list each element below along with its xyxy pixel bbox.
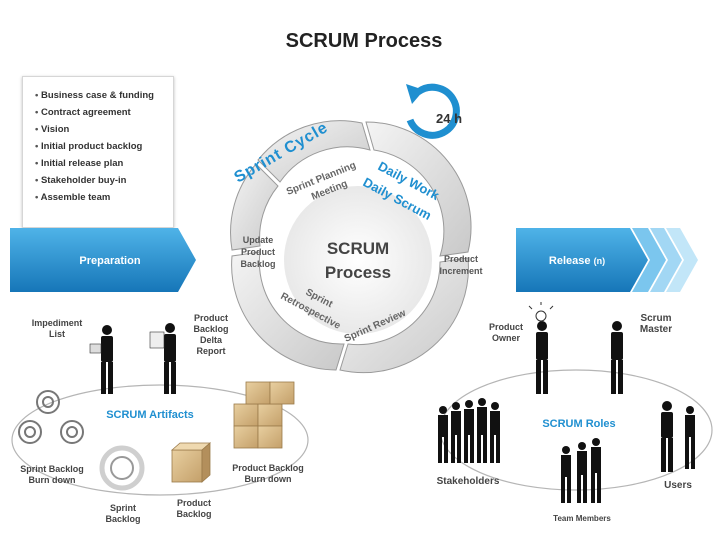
checklist-item: Initial release plan	[35, 155, 173, 172]
sprint-cycle-ring	[230, 120, 472, 374]
checklist-item: Contract agreement	[35, 104, 173, 121]
artifacts-ellipse	[11, 384, 309, 496]
users-icon	[661, 401, 695, 472]
center-label-2: Process	[325, 263, 391, 282]
preparation-checklist: Business case & funding Contract agreeme…	[22, 76, 174, 228]
svg-text:Update: Update	[243, 235, 274, 245]
svg-text:Product: Product	[444, 254, 478, 264]
release-arrow: Release (n)	[516, 228, 698, 292]
stakeholders-icon	[438, 398, 500, 463]
cycle-center	[284, 186, 432, 334]
svg-text:Increment: Increment	[439, 266, 482, 276]
svg-text:Release (n): Release (n)	[549, 255, 605, 267]
product-increment-label: Product Increment	[439, 254, 482, 276]
loop-label: 24 h	[436, 111, 462, 126]
stakeholders-label: Stakeholders	[436, 476, 500, 487]
svg-text:Backlog: Backlog	[240, 259, 275, 269]
sprint-backlog-box	[170, 442, 212, 483]
preparation-arrow: Preparation	[10, 228, 196, 292]
product-backlog-boxes	[233, 381, 295, 449]
users-label: Users	[664, 480, 692, 491]
roles-title: SCRUM Roles	[542, 418, 615, 430]
svg-text:Product: Product	[241, 247, 275, 257]
checklist-item: Assemble team	[35, 189, 173, 206]
checklist-item: Vision	[35, 121, 173, 138]
checklist-item: Business case & funding	[35, 87, 173, 104]
page-title: SCRUM Process	[285, 30, 443, 52]
product-owner-icon	[536, 321, 548, 394]
update-backlog-label: Update Product Backlog	[240, 235, 275, 269]
lightbulb-icon	[528, 302, 554, 322]
person-icon	[149, 323, 176, 394]
scrum-master-icon	[611, 321, 623, 394]
person-icon	[89, 325, 113, 394]
release-label: Release	[549, 255, 591, 267]
center-label-1: SCRUM	[327, 239, 389, 258]
team-members-icon	[561, 438, 601, 503]
team-members-label: Team Members	[553, 514, 611, 523]
checklist-item: Initial product backlog	[35, 138, 173, 155]
sprint-loop-icons	[18, 390, 145, 491]
daily-loop-arrow: 24 h	[406, 83, 462, 139]
artifacts-title: SCRUM Artifacts	[106, 409, 194, 421]
preparation-label: Preparation	[79, 255, 140, 267]
release-suffix: (n)	[594, 256, 606, 266]
checklist-item: Stakeholder buy-in	[35, 172, 173, 189]
